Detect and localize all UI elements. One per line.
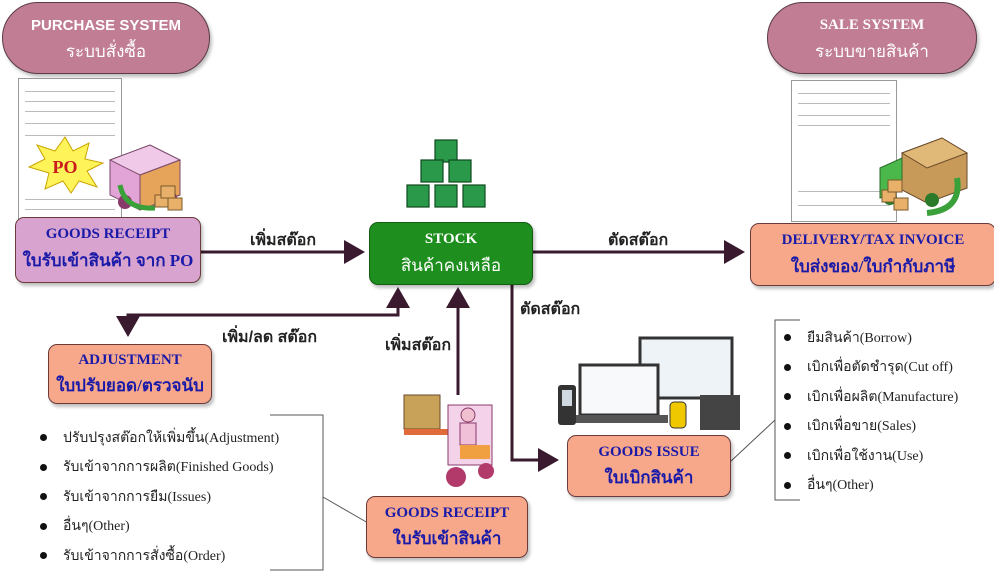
sale-system-title: SALE SYSTEM [819, 17, 925, 33]
purchase-system-title: PURCHASE SYSTEM [30, 17, 182, 34]
receipt-reasons-pointer [322, 496, 369, 524]
goods-issue-box[interactable]: GOODS ISSUE ใบเบิกสินค้า [567, 435, 731, 497]
list-item: เบิกเพื่อใช้งาน(Use) [784, 441, 994, 471]
list-item: รับเข้าจากการสั่งซื้อ(Order) [40, 541, 320, 571]
goods-receipt-box[interactable]: GOODS RECEIPT ใบรับเข้าสินค้า [366, 496, 528, 558]
bullet-icon [784, 481, 791, 489]
bullet-icon [784, 452, 791, 460]
stock-title: STOCK [424, 231, 478, 247]
stock-box[interactable]: STOCK สินค้าคงเหลือ [369, 222, 533, 285]
bullet-icon [784, 334, 791, 342]
bullet-icon [784, 363, 791, 371]
goods-receipt-po-box[interactable]: GOODS RECEIPT ใบรับเข้าสินค้า จาก PO [15, 217, 201, 283]
po-badge-text: PO [53, 157, 78, 177]
bullet-icon [40, 463, 47, 471]
delivery-truck-pink-icon [108, 144, 183, 211]
pos-devices-icon [558, 336, 740, 430]
goods-receipt-po-title: GOODS RECEIPT [45, 226, 171, 242]
arrow-stock-to-issue [510, 283, 559, 472]
list-item: อื่นๆ(Other) [784, 471, 994, 501]
edge-label-receipt-to-stock: เพิ่มสต๊อก [250, 232, 317, 249]
delivery-tax-invoice-box[interactable]: DELIVERY/TAX INVOICE ใบส่งของ/ใบกำกับภาษ… [750, 223, 994, 286]
bullet-icon [40, 522, 47, 530]
delivery-title: DELIVERY/TAX INVOICE [781, 232, 965, 248]
list-item: เบิกเพื่อขาย(Sales) [784, 412, 994, 442]
bullet-icon [784, 422, 791, 430]
goods-receipt-title: GOODS RECEIPT [384, 505, 510, 521]
list-item: เบิกเพื่อผลิต(Manufacture) [784, 382, 994, 412]
issue-reasons-bracket [774, 319, 800, 501]
list-item: อื่นๆ(Other) [40, 512, 320, 542]
issue-reasons-pointer [729, 419, 776, 463]
delivery-truck-green-icon [879, 137, 969, 216]
adjustment-title: ADJUSTMENT [78, 352, 182, 368]
goods-issue-title: GOODS ISSUE [598, 444, 700, 460]
edge-label-stock-to-issue: ตัดสต๊อก [520, 301, 581, 318]
sale-system-subtitle: ระบบขายสินค้า [815, 42, 929, 61]
receipt-reasons-list: ปรับปรุงสต๊อกให้เพิ่มขึ้น(Adjustment) รั… [40, 423, 320, 571]
receipt-reasons-bracket [270, 414, 324, 571]
adjustment-box[interactable]: ADJUSTMENT ใบปรับยอด/ตรวจนับ [48, 344, 212, 404]
sale-system-pill: SALE SYSTEM ระบบขายสินค้า [767, 2, 977, 74]
list-item: ยืมสินค้า(Borrow) [784, 323, 994, 353]
adjustment-subtitle: ใบปรับยอด/ตรวจนับ [56, 376, 204, 395]
bullet-icon [40, 552, 47, 560]
purchase-system-subtitle: ระบบสั่งซื้อ [65, 42, 147, 61]
edge-label-adjustment: เพิ่ม/ลด สต๊อก [222, 329, 318, 346]
bullet-icon [40, 493, 47, 501]
list-item: เบิกเพื่อตัดชำรุด(Cut off) [784, 353, 994, 383]
edge-label-stock-to-delivery: ตัดสต๊อก [608, 232, 669, 249]
forklift-icon [403, 394, 494, 487]
goods-receipt-subtitle: ใบรับเข้าสินค้า [392, 529, 502, 548]
purchase-system-pill: PURCHASE SYSTEM ระบบสั่งซื้อ [2, 2, 210, 74]
delivery-document-image [791, 80, 897, 222]
stock-boxes-icon [406, 139, 486, 208]
bullet-icon [784, 393, 791, 401]
list-item: รับเข้าจากการผลิต(Finished Goods) [40, 453, 320, 483]
list-item: ปรับปรุงสต๊อกให้เพิ่มขึ้น(Adjustment) [40, 423, 320, 453]
stock-subtitle: สินค้าคงเหลือ [400, 256, 502, 275]
edge-label-receipt-up: เพิ่มสต๊อก [385, 337, 452, 354]
goods-issue-subtitle: ใบเบิกสินค้า [604, 468, 694, 487]
list-item: รับเข้าจากการยืม(Issues) [40, 482, 320, 512]
goods-receipt-po-subtitle: ใบรับเข้าสินค้า จาก PO [22, 251, 194, 270]
po-starburst-icon: PO [27, 136, 105, 194]
delivery-subtitle: ใบส่งของ/ใบกำกับภาษี [790, 257, 956, 276]
bullet-icon [40, 434, 47, 442]
issue-reasons-list: ยืมสินค้า(Borrow) เบิกเพื่อตัดชำรุด(Cut … [784, 323, 994, 500]
